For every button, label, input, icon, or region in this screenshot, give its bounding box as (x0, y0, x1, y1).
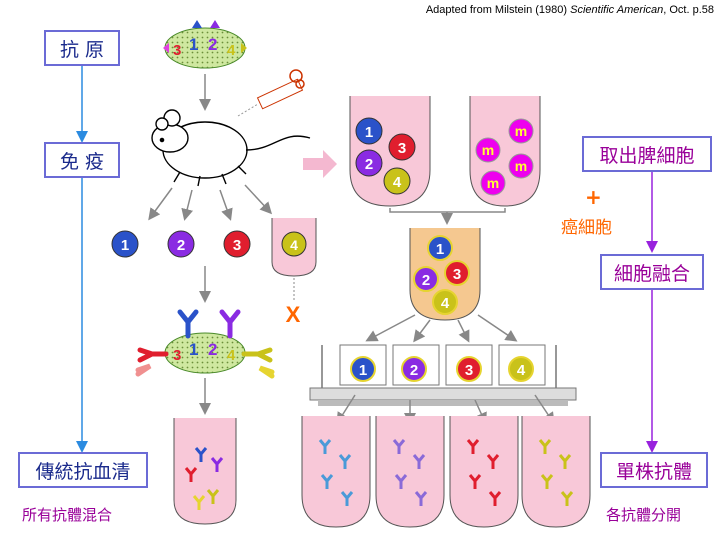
epitope-label-3: 3 (173, 42, 181, 59)
monoclonal-box: 單株抗體 (600, 452, 708, 488)
take-spleen-label: 取出脾細胞 (599, 144, 695, 167)
antigen-with-antibodies (135, 309, 275, 379)
well-cell-label-2: 2 (410, 362, 418, 379)
monoclonal-note: 各抗體分開 (606, 506, 682, 524)
take-spleen-box: 取出脾細胞 (582, 136, 712, 172)
syringe-icon (237, 69, 305, 117)
tube-cell-4 (271, 218, 317, 277)
antigen-particle (163, 20, 247, 69)
myeloma-label-1: m (515, 123, 527, 139)
well-plate (309, 344, 577, 406)
cancer-cells-label: 癌細胞 (561, 218, 612, 238)
b-cell-2 (167, 230, 195, 258)
cell-fusion-label: 細胞融合 (613, 262, 690, 285)
arrow-to-well-4 (477, 314, 518, 342)
immunize-box: 免 疫 (44, 142, 120, 178)
fusion-cell-label-2: 2 (422, 272, 430, 289)
merge-arrow (389, 208, 506, 222)
well-cell-label-1: 1 (359, 362, 367, 379)
cell-fusion-box: 細胞融合 (600, 254, 704, 290)
credit-suffix: , Oct. p.58 (663, 4, 714, 16)
bound-epitope-label-2: 2 (208, 340, 217, 359)
arrow-to-well-2 (413, 319, 431, 343)
source-credit: Adapted from Milstein (1980) Scientific … (426, 4, 714, 16)
spleen-cell-label-2: 2 (365, 156, 373, 173)
credit-prefix: Adapted from Milstein (1980) (425, 4, 571, 16)
arrow-to-well-1 (365, 314, 416, 342)
plus-sign: + (585, 185, 602, 209)
bound-epitope-label-4: 4 (227, 347, 236, 364)
fusion-cell-label-1: 1 (436, 241, 444, 258)
fusion-tube (409, 228, 481, 321)
immunize-label: 免 疫 (59, 150, 105, 173)
spleen-cell-label-1: 1 (365, 124, 373, 141)
b-cell-1 (111, 230, 139, 258)
arrow-mouse-to-cell-1 (148, 187, 173, 221)
reject-mark: X (286, 302, 301, 327)
result-tube-4 (521, 416, 591, 528)
myeloma-label-3: m (515, 158, 527, 174)
b-cell-label-3: 3 (233, 237, 241, 254)
spleen-cell-label-3: 3 (398, 140, 406, 157)
b-cell-3 (223, 230, 251, 258)
transfer-arrow-icon (303, 150, 337, 178)
epitope-label-4: 4 (227, 42, 236, 59)
traditional-serum-box: 傳統抗血清 (18, 452, 148, 488)
bound-epitope-label-1: 1 (189, 340, 198, 359)
well-cell-label-3: 3 (465, 362, 473, 379)
arrow-to-well-3 (457, 319, 470, 343)
serum-tube-mixed (173, 418, 237, 525)
mouse-illustration (151, 109, 311, 187)
result-tube-3 (449, 416, 519, 528)
monoclonal-label: 單株抗體 (615, 460, 692, 483)
myeloma-label-4: m (487, 175, 499, 191)
arrow-mouse-to-cell-2 (181, 189, 194, 221)
myeloma-label-2: m (482, 142, 494, 158)
b-cell-label-2: 2 (177, 237, 185, 254)
result-tube-1 (301, 416, 371, 528)
arrow-mouse-to-cell-3 (219, 189, 233, 221)
fusion-cell-label-4: 4 (441, 295, 450, 312)
result-tube-2 (375, 416, 445, 528)
credit-journal: Scientific American (570, 4, 664, 16)
epitope-label-2: 2 (208, 35, 217, 54)
traditional-note: 所有抗體混合 (22, 506, 113, 524)
myeloma-cell-tube (469, 96, 541, 207)
well-cell-label-4: 4 (517, 362, 526, 379)
antigen-box: 抗 原 (44, 30, 120, 66)
fusion-cell-label-3: 3 (453, 266, 461, 283)
tube-cell-label-4: 4 (290, 237, 298, 253)
spleen-cell-label-4: 4 (393, 174, 402, 191)
arrow-mouse-to-cell-4 (244, 184, 273, 215)
b-cell-label-1: 1 (121, 237, 129, 254)
bound-epitope-label-3: 3 (173, 347, 181, 364)
traditional-serum-label: 傳統抗血清 (35, 460, 131, 483)
spleen-cell-tube (349, 96, 431, 207)
epitope-label-1: 1 (189, 35, 198, 54)
antigen-label: 抗 原 (59, 38, 105, 61)
